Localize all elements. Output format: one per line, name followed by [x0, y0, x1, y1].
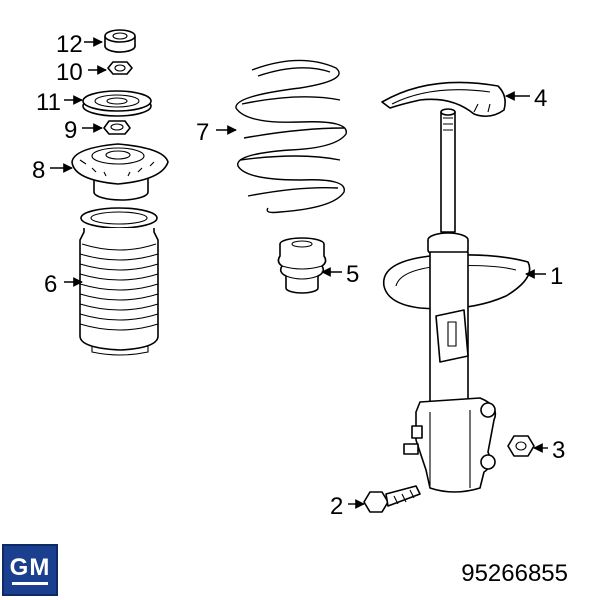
gm-logo-text: GM — [9, 553, 51, 581]
callout-8: 8 — [32, 157, 45, 184]
callout-9: 9 — [64, 117, 77, 144]
part-5-jounce-bumper — [277, 237, 327, 294]
part-9-nut — [103, 120, 131, 135]
part-10-nut — [107, 61, 133, 75]
part-11-bearing — [82, 90, 152, 117]
part-2-bolt — [363, 485, 421, 513]
callout-10: 10 — [56, 59, 83, 86]
callout-3: 3 — [552, 437, 565, 464]
part-3-nut — [507, 435, 535, 457]
part-1-strut — [382, 108, 531, 493]
part-4-spring-seat — [381, 81, 506, 118]
callout-1: 1 — [550, 263, 563, 290]
leader-lines — [50, 37, 548, 509]
callout-11: 11 — [36, 89, 61, 116]
part-6-dust-boot — [79, 207, 159, 356]
gm-logo-underline — [12, 581, 48, 585]
part-number: 95266855 — [461, 560, 568, 587]
callout-2: 2 — [330, 493, 343, 520]
part-7-coil-spring — [235, 59, 347, 214]
part-8-strut-mount — [71, 143, 169, 201]
part-12-cap — [104, 29, 136, 53]
gm-logo: GM — [2, 544, 58, 596]
callout-6: 6 — [44, 271, 57, 298]
callout-7: 7 — [196, 119, 209, 146]
callout-12: 12 — [56, 31, 83, 58]
callout-4: 4 — [534, 85, 547, 112]
callout-5: 5 — [346, 261, 359, 288]
